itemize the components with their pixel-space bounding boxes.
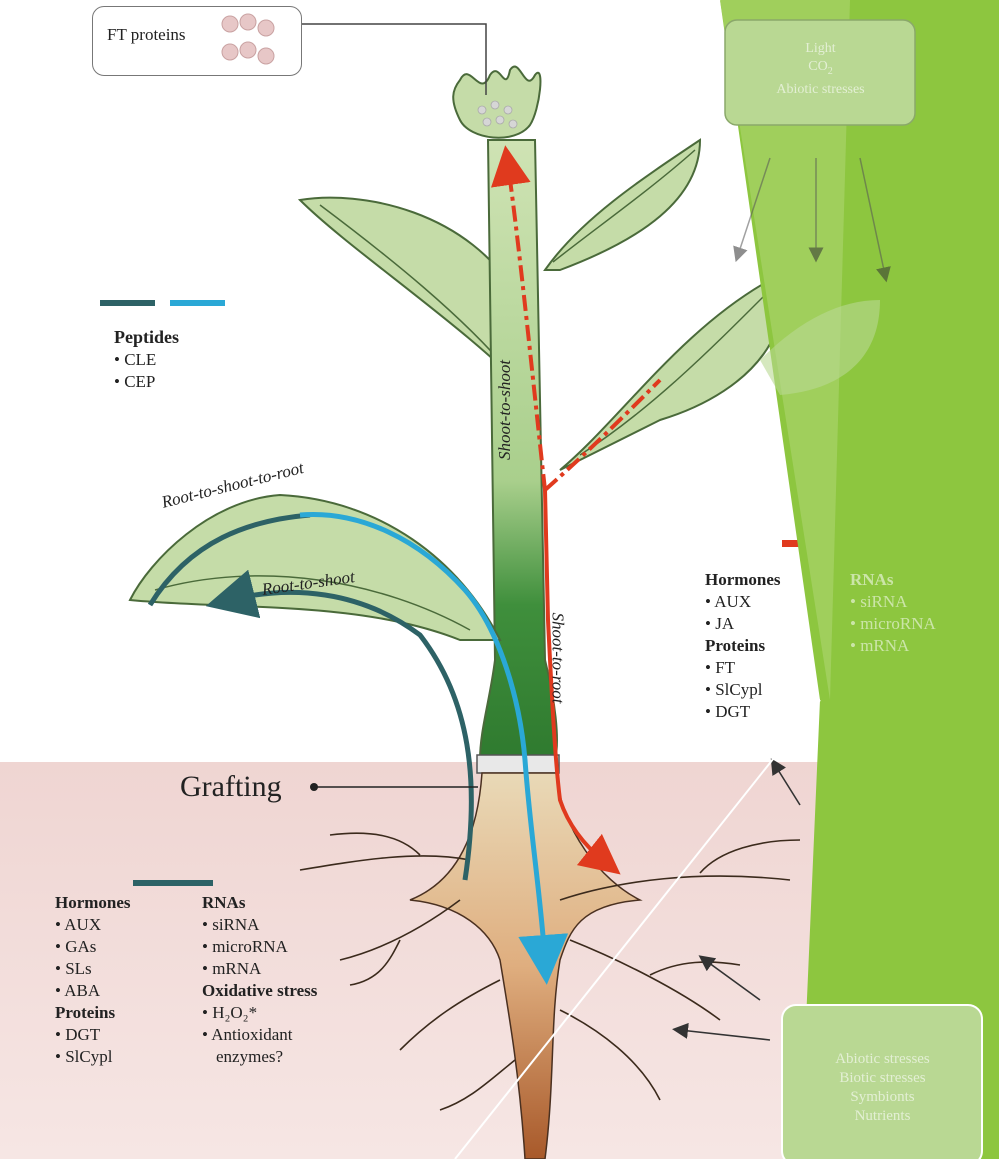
peptides-item-cle: CLE <box>114 350 156 370</box>
ft-proteins-box: FT proteins <box>92 6 302 76</box>
env-light: Light <box>728 40 913 58</box>
env-top-text: Light CO2 Abiotic stresses <box>728 40 913 99</box>
bottom-oxidative-title: Oxidative stress <box>202 981 317 1001</box>
bottom-hormone-sls: SLs <box>55 959 92 979</box>
right-protein-ft: FT <box>705 658 735 678</box>
ft-proteins-label: FT proteins <box>107 25 186 45</box>
bottom-hormone-aba: ABA <box>55 981 100 1001</box>
right-protein-slcypl: SlCypl <box>705 680 762 700</box>
bottom-oxidative-enzymes: enzymes? <box>216 1047 283 1067</box>
right-rnas-title: RNAs <box>850 570 893 590</box>
bottom-proteins-title: Proteins <box>55 1003 115 1023</box>
bottom-hormone-gas: GAs <box>55 937 96 957</box>
protein-dots-icon <box>218 12 288 72</box>
bottom-protein-slcypl: SlCypl <box>55 1047 112 1067</box>
right-rna-microrna: microRNA <box>850 614 936 634</box>
label-shoot-to-root: Shoot-to-root <box>547 613 567 704</box>
env-nutrients: Nutrients <box>790 1107 975 1126</box>
graft-band <box>477 755 559 773</box>
env-abiotic: Abiotic stresses <box>790 1050 975 1069</box>
legend-bar-bottom-teal <box>133 880 213 886</box>
env-bottom-text: Abiotic stresses Biotic stresses Symbion… <box>790 1050 975 1126</box>
label-shoot-to-shoot: Shoot-to-shoot <box>495 360 515 460</box>
env-co2: CO2 <box>728 58 913 81</box>
bottom-hormone-aux: AUX <box>55 915 101 935</box>
env-symbionts: Symbionts <box>790 1088 975 1107</box>
right-hormone-aux: AUX <box>705 592 751 612</box>
bottom-hormones-title: Hormones <box>55 893 131 913</box>
bottom-protein-dgt: DGT <box>55 1025 100 1045</box>
env-biotic: Biotic stresses <box>790 1069 975 1088</box>
bottom-rna-sirna: siRNA <box>202 915 259 935</box>
right-hormones-title: Hormones <box>705 570 781 590</box>
env-abiotic-stresses: Abiotic stresses <box>728 81 913 99</box>
peptides-item-cep: CEP <box>114 372 155 392</box>
leaf-right <box>560 280 780 470</box>
right-proteins-title: Proteins <box>705 636 765 656</box>
grafting-label: Grafting <box>180 770 282 804</box>
right-rna-mrna: mRNA <box>850 636 909 656</box>
legend-bar-dark-teal <box>100 300 155 306</box>
right-hormone-ja: JA <box>705 614 734 634</box>
right-rna-sirna: siRNA <box>850 592 907 612</box>
bottom-rna-microrna: microRNA <box>202 937 288 957</box>
bottom-rnas-title: RNAs <box>202 893 245 913</box>
right-protein-dgt: DGT <box>705 702 750 722</box>
legend-bar-cyan <box>170 300 225 306</box>
bottom-rna-mrna: mRNA <box>202 959 261 979</box>
bottom-oxidative-h2o2: H₂O₂* <box>202 1003 257 1023</box>
peptides-title: Peptides <box>114 327 179 348</box>
stem <box>480 140 557 760</box>
bottom-oxidative-antioxidant: Antioxidant <box>202 1025 292 1045</box>
